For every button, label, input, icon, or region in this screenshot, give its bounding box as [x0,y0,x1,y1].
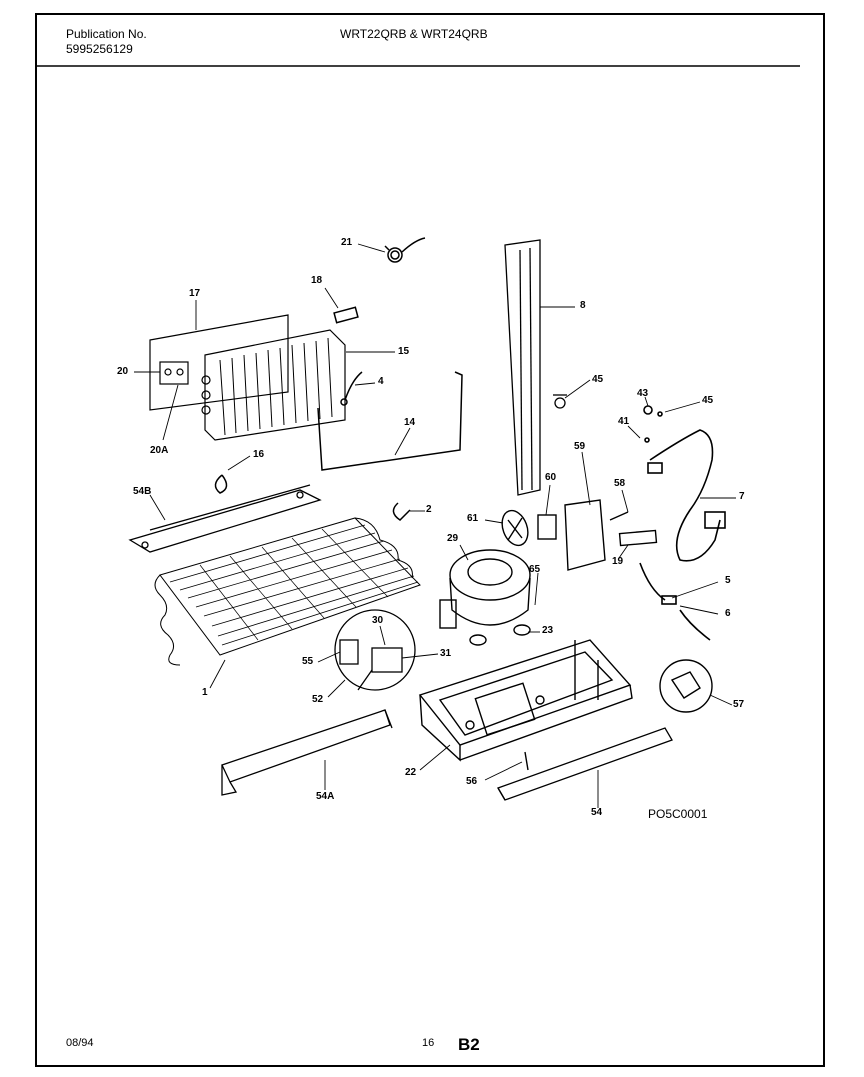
callout-21: 21 [341,237,353,248]
footer-section: B2 [458,1035,480,1054]
footer-date: 08/94 [66,1037,94,1049]
callout-54: 54 [591,807,603,818]
callout-57: 57 [733,699,745,710]
callout-18: 18 [311,275,323,286]
callout-45-harness: 45 [702,395,714,406]
callout-22: 22 [405,767,417,778]
callout-23: 23 [542,625,554,636]
callout-31: 31 [440,648,452,659]
footer-page: 16 [422,1037,435,1049]
condenser-plate [149,314,346,441]
callout-7: 7 [739,491,745,502]
callout-59: 59 [574,441,586,452]
callout-61: 61 [467,513,479,524]
callout-56: 56 [466,776,478,787]
callout-6: 6 [725,608,731,619]
callout-58: 58 [614,478,626,489]
diagram-code: PO5C0001 [648,807,708,821]
callout-65: 65 [529,564,541,575]
callout-17: 17 [189,288,201,299]
callout-1: 1 [202,687,208,698]
callout-5: 5 [725,575,731,586]
callout-8: 8 [580,300,586,311]
callout-45: 45 [592,374,604,385]
callout-4: 4 [378,376,384,387]
callout-15: 15 [398,346,410,357]
publication-number: 5995256129 [66,42,133,56]
callout-43: 43 [637,388,649,399]
publication-label: Publication No. [66,27,147,41]
callout-30: 30 [372,615,384,626]
callout-52: 52 [312,694,324,705]
callout-2: 2 [426,504,432,515]
callout-54b: 54B [133,486,152,497]
callout-29: 29 [447,533,459,544]
callout-20a: 20A [150,445,169,456]
callout-14: 14 [404,417,416,428]
model-title: WRT22QRB & WRT24QRB [340,27,488,41]
callout-60: 60 [545,472,557,483]
callout-55: 55 [302,656,314,667]
callout-20: 20 [117,366,129,377]
callout-16: 16 [253,449,265,460]
callout-54a: 54A [316,791,335,802]
callout-41: 41 [618,416,630,427]
callout-19: 19 [612,556,624,567]
